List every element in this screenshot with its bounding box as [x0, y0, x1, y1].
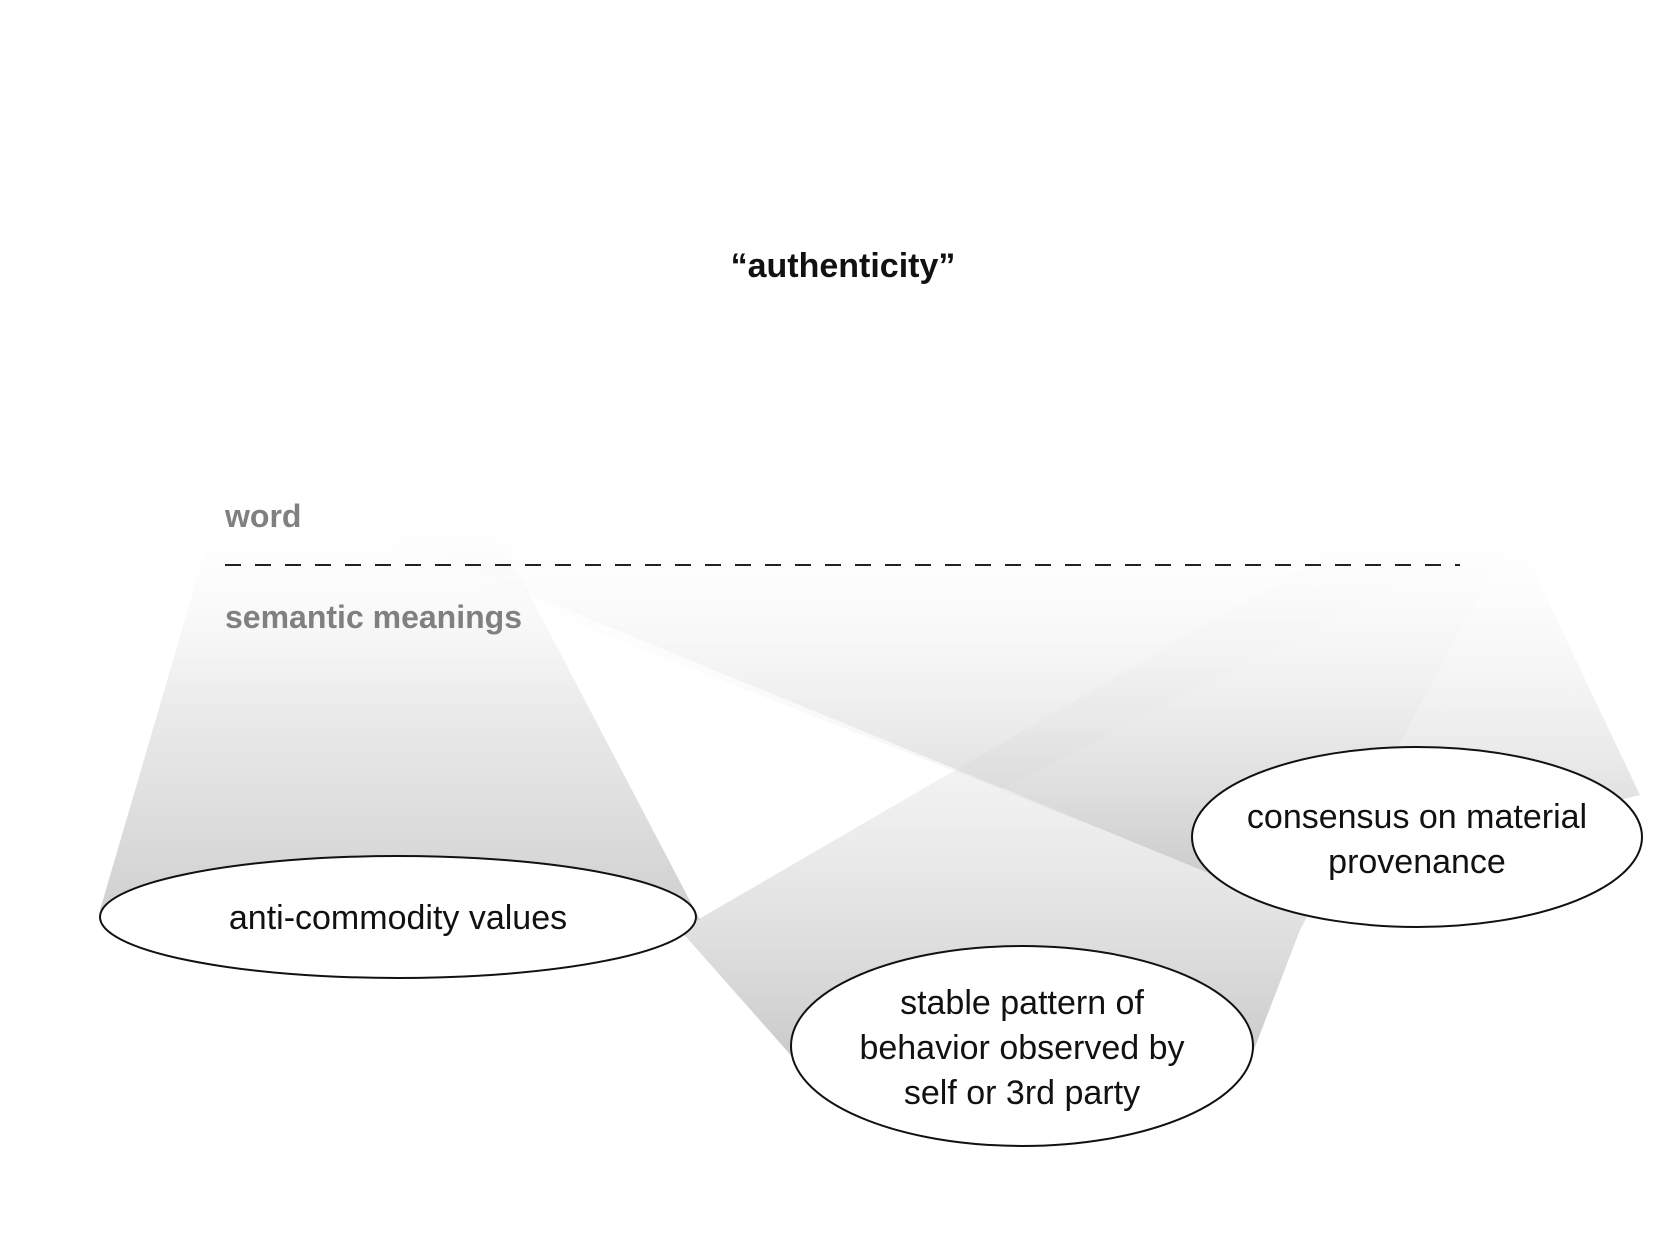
beam-crossing-shade — [310, 520, 1450, 890]
node-label-line-2: provenance — [1328, 843, 1506, 881]
node-ellipse — [790, 945, 1254, 1147]
layer-label-semantic-meanings: semantic meanings — [225, 599, 522, 635]
meaning-node-material-provenance: consensus on material provenance — [1191, 746, 1643, 928]
node-label-line-1: stable pattern of — [900, 984, 1144, 1022]
node-ellipse — [1191, 746, 1643, 928]
meaning-node-anti-commodity: anti-commodity values — [99, 855, 697, 979]
node-ellipse — [99, 855, 697, 979]
word-title: “authenticity” — [731, 247, 956, 285]
beam-anti-commodity — [100, 500, 700, 920]
meaning-node-stable-pattern: stable pattern of behavior observed by s… — [790, 945, 1254, 1147]
layer-label-word: word — [224, 498, 301, 534]
node-label-line-2: behavior observed by — [859, 1029, 1184, 1067]
node-label-line-1: consensus on material — [1247, 798, 1587, 836]
node-label: anti-commodity values — [229, 899, 567, 937]
node-label-line-3: self or 3rd party — [904, 1074, 1140, 1112]
